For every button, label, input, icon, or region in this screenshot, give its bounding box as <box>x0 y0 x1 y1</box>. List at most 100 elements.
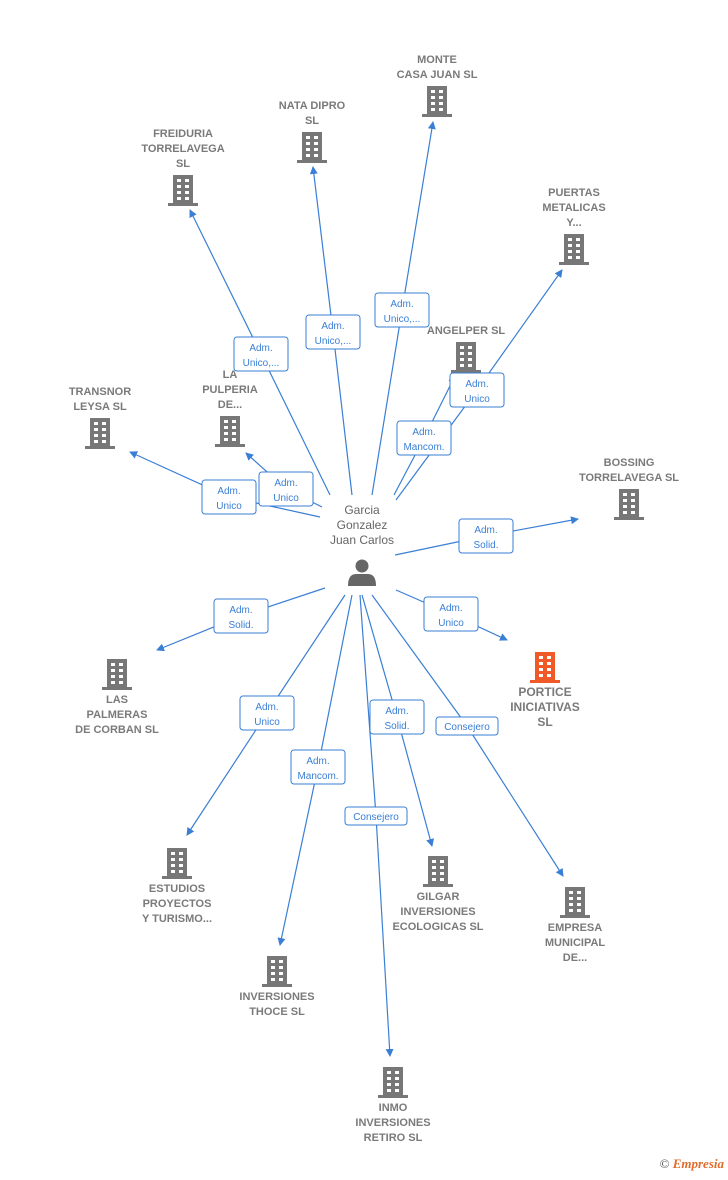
company-label-line: FREIDURIA <box>153 128 213 140</box>
company-label-line: MUNICIPAL <box>545 937 606 949</box>
company-label-line: TRANSNOR <box>69 386 131 398</box>
role-badge-nata[interactable]: Adm.Unico,... <box>305 314 361 350</box>
role-badge-pulperia[interactable]: Adm.Unico <box>258 471 314 507</box>
company-label-line: PUERTAS <box>548 187 600 199</box>
role-label-line: Adm. <box>306 756 329 767</box>
role-badge-monte[interactable]: Adm. Unico,... <box>374 292 430 328</box>
role-label-line: Consejero <box>444 722 490 733</box>
company-label-line: SL <box>537 715 552 729</box>
company-label-line: METALICAS <box>542 202 605 214</box>
company-label-line: ECOLOGICAS SL <box>392 921 483 933</box>
company-label-line: Y TURISMO... <box>142 913 212 925</box>
building-icon <box>451 342 481 373</box>
building-icon <box>422 86 452 117</box>
company-label-line: DE... <box>563 952 587 964</box>
role-badge-palmeras[interactable]: Adm.Solid. <box>213 598 269 634</box>
role-badge-empresa[interactable]: Consejero <box>435 716 499 736</box>
role-label-line: Adm. <box>255 702 278 713</box>
brand-name: Empresia <box>672 1156 724 1171</box>
company-label-line: EMPRESA <box>548 922 602 934</box>
role-badge-puertas[interactable]: Adm.Unico <box>449 372 505 408</box>
company-label-line: PULPERIA <box>202 384 258 396</box>
role-badge-thoce[interactable]: Adm. Mancom. <box>290 749 346 785</box>
company-label-line: GILGAR <box>417 891 460 903</box>
role-label-line: Adm. <box>217 486 240 497</box>
company-label-line: THOCE SL <box>249 1006 305 1018</box>
company-label-line: ANGELPER SL <box>427 325 506 337</box>
building-icon <box>530 652 560 683</box>
company-node-transnor[interactable]: TRANSNOR LEYSA SL <box>69 386 131 449</box>
role-label-line: Consejero <box>353 812 399 823</box>
company-label-line: INVERSIONES <box>400 906 475 918</box>
role-label-line: Unico <box>216 501 242 512</box>
role-badge-inmo[interactable]: Consejero <box>344 806 408 826</box>
company-label-line: TORRELAVEGA <box>141 143 224 155</box>
role-label-line: Adm. <box>474 525 497 536</box>
footer-brand[interactable]: © Empresia <box>660 1156 724 1172</box>
role-label-line: Unico,... <box>243 358 280 369</box>
role-label-line: Adm. <box>274 478 297 489</box>
role-badge-bossing[interactable]: Adm.Solid. <box>458 518 514 554</box>
role-label-line: Adm. <box>385 706 408 717</box>
company-label-line: TORRELAVEGA SL <box>579 472 679 484</box>
company-node-pulperia[interactable]: LAPULPERIADE... <box>202 369 258 447</box>
building-icon <box>560 887 590 918</box>
company-label-line: INICIATIVAS <box>510 700 580 714</box>
role-badge-freid[interactable]: Adm. Unico,... <box>233 336 289 372</box>
company-label-line: NATA DIPRO <box>279 100 346 112</box>
building-icon <box>102 659 132 690</box>
role-label-line: Adm. <box>465 379 488 390</box>
role-label-line: Solid. <box>384 721 409 732</box>
building-icon <box>262 956 292 987</box>
role-badge-transnor[interactable]: Adm. Unico <box>201 479 257 515</box>
role-label-line: Adm. <box>390 299 413 310</box>
company-node-empresa[interactable]: EMPRESA MUNICIPAL DE... <box>545 887 606 964</box>
role-label-line: Mancom. <box>297 771 338 782</box>
building-icon <box>559 234 589 265</box>
company-label-line: INVERSIONES <box>355 1117 430 1129</box>
company-label-line: PROYECTOS <box>143 898 212 910</box>
building-icon <box>168 175 198 206</box>
role-label-line: Mancom. <box>403 442 444 453</box>
role-badge-portice[interactable]: Adm. Unico <box>423 596 479 632</box>
company-node-nata[interactable]: NATA DIPRO SL <box>279 100 346 163</box>
role-label-line: Adm. <box>249 343 272 354</box>
building-icon <box>378 1067 408 1098</box>
company-label-line: INMO <box>379 1102 408 1114</box>
role-label-line: Unico,... <box>384 314 421 325</box>
role-label-line: Unico <box>438 618 464 629</box>
building-icon <box>423 856 453 887</box>
role-label-line: Adm. <box>439 603 462 614</box>
roles-layer: Adm.Unico,...Adm.Unico,...Adm.Unico,...A… <box>201 292 514 826</box>
building-icon <box>297 132 327 163</box>
company-node-angel[interactable]: ANGELPER SL <box>427 325 506 373</box>
company-label-line: INVERSIONES <box>239 991 314 1003</box>
role-label-line: Adm. <box>229 605 252 616</box>
company-node-puertas[interactable]: PUERTASMETALICASY... <box>542 187 606 265</box>
company-label-line: PALMERAS <box>87 709 148 721</box>
company-label-line: LEYSA SL <box>73 401 127 413</box>
building-icon <box>162 848 192 879</box>
company-label-line: LA <box>223 369 238 381</box>
company-label-line: SL <box>305 115 319 127</box>
company-node-gilgar[interactable]: GILGAR INVERSIONES ECOLOGICAS SL <box>392 856 484 933</box>
company-node-thoce[interactable]: INVERSIONES THOCE SL <box>239 956 315 1018</box>
company-label-line: LAS <box>106 694 128 706</box>
role-label-line: Adm. <box>412 427 435 438</box>
role-badge-angel[interactable]: Adm. Mancom. <box>396 420 452 456</box>
person-icon <box>348 559 376 586</box>
role-badge-estudios[interactable]: Adm.Unico <box>239 695 295 731</box>
building-icon <box>215 416 245 447</box>
role-badge-gilgar[interactable]: Adm. Solid. <box>369 699 425 735</box>
building-icon <box>614 489 644 520</box>
